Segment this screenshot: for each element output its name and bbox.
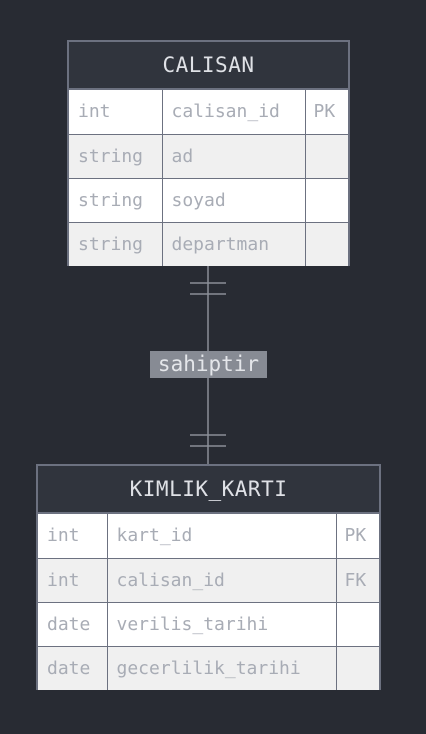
attribute-type: int <box>38 514 108 559</box>
attribute-table: int kart_id PK int calisan_id FK date ve… <box>38 514 379 690</box>
attribute-name: gecerlilik_tarihi <box>106 645 337 690</box>
attribute-name: kart_id <box>106 514 337 559</box>
attribute-name: ad <box>161 133 306 179</box>
attribute-name: departman <box>161 221 306 266</box>
attribute-key <box>304 221 348 266</box>
relationship-label: sahiptir <box>150 351 267 378</box>
attribute-name: soyad <box>161 177 306 223</box>
attribute-row: string ad <box>69 133 348 179</box>
attribute-row: int kart_id PK <box>38 514 379 559</box>
entity-title: CALISAN <box>69 42 348 90</box>
attribute-type: string <box>69 221 163 266</box>
attribute-key <box>335 601 379 647</box>
attribute-table: int calisan_id PK string ad string soyad… <box>69 90 348 266</box>
attribute-type: string <box>69 133 163 179</box>
attribute-type: date <box>38 601 108 647</box>
attribute-row: date verilis_tarihi <box>38 601 379 647</box>
attribute-row: date gecerlilik_tarihi <box>38 645 379 690</box>
attribute-key <box>335 645 379 690</box>
entity-title: KIMLIK_KARTI <box>38 466 379 514</box>
attribute-row: string departman <box>69 221 348 266</box>
attribute-name: calisan_id <box>106 557 337 603</box>
attribute-key <box>304 133 348 179</box>
attribute-type: int <box>38 557 108 603</box>
attribute-key: PK <box>335 514 379 559</box>
entity-calisan[interactable]: CALISAN int calisan_id PK string ad stri… <box>67 40 350 266</box>
attribute-row: int calisan_id FK <box>38 557 379 603</box>
attribute-type: date <box>38 645 108 690</box>
attribute-key <box>304 177 348 223</box>
attribute-type: string <box>69 177 163 223</box>
attribute-key: FK <box>335 557 379 603</box>
attribute-row: string soyad <box>69 177 348 223</box>
attribute-name: calisan_id <box>161 90 306 135</box>
attribute-name: verilis_tarihi <box>106 601 337 647</box>
attribute-type: int <box>69 90 163 135</box>
attribute-row: int calisan_id PK <box>69 90 348 135</box>
attribute-key: PK <box>304 90 348 135</box>
entity-kimlik-karti[interactable]: KIMLIK_KARTI int kart_id PK int calisan_… <box>36 464 381 690</box>
